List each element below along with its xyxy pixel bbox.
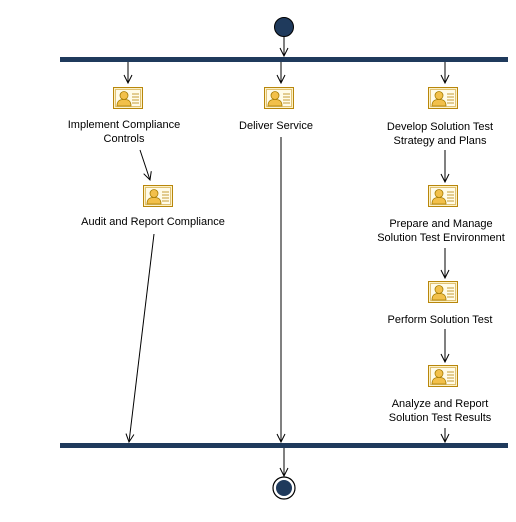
label-implement-compliance-line2: Controls — [103, 133, 145, 145]
activity-icon-perform-test[interactable] — [428, 281, 458, 303]
label-implement-compliance: Implement Compliance Controls — [64, 118, 184, 146]
activity-icon-implement-compliance[interactable] — [113, 87, 143, 109]
label-develop-test-strategy-line2: Strategy and Plans — [393, 135, 487, 147]
label-perform-test: Perform Solution Test — [378, 313, 502, 327]
edge-audit-to-join — [129, 233, 155, 442]
label-analyze-report-line2: Solution Test Results — [388, 412, 492, 424]
label-audit-report-line1: Audit and Report Compliance — [81, 216, 225, 228]
edge-implement-to-audit — [139, 149, 150, 180]
label-develop-test-strategy-line1: Develop Solution Test — [386, 121, 494, 133]
label-implement-compliance-line1: Implement Compliance — [67, 119, 181, 131]
label-analyze-report-line1: Analyze and Report — [391, 398, 489, 410]
label-deliver-service-line1: Deliver Service — [239, 120, 313, 132]
final-node[interactable] — [272, 476, 296, 500]
label-prepare-test-env: Prepare and Manage Solution Test Environ… — [370, 217, 512, 245]
label-deliver-service: Deliver Service — [226, 119, 326, 133]
initial-node[interactable] — [274, 17, 294, 37]
label-develop-test-strategy: Develop Solution Test Strategy and Plans — [378, 120, 502, 148]
label-prepare-test-env-line2: Solution Test Environment — [377, 232, 505, 244]
label-audit-report: Audit and Report Compliance — [78, 215, 228, 229]
join-bar[interactable] — [60, 443, 508, 448]
activity-icon-deliver-service[interactable] — [264, 87, 294, 109]
edges — [128, 37, 445, 476]
activity-icon-develop-test-strategy[interactable] — [428, 87, 458, 109]
activity-icon-prepare-test-env[interactable] — [428, 185, 458, 207]
label-analyze-report: Analyze and Report Solution Test Results — [378, 397, 502, 425]
activity-icon-audit-report[interactable] — [143, 185, 173, 207]
activity-icon-analyze-report[interactable] — [428, 365, 458, 387]
label-perform-test-line1: Perform Solution Test — [387, 314, 493, 326]
label-prepare-test-env-line1: Prepare and Manage — [389, 218, 493, 230]
fork-bar[interactable] — [60, 57, 508, 62]
